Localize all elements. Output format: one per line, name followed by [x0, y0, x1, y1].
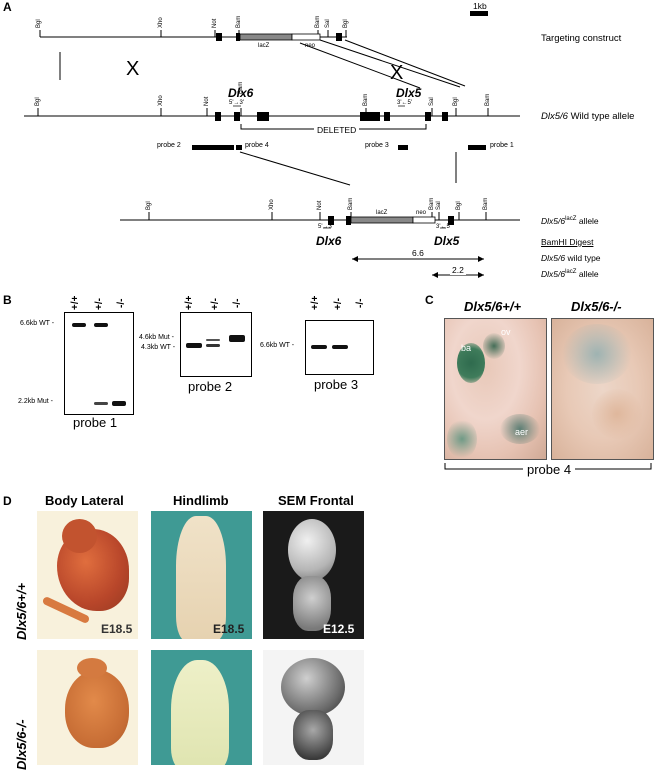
row-wt-label: Dlx5/6+/+ [14, 582, 29, 640]
blot2-marker-top: 4.6kb Mut - [139, 334, 175, 341]
site-sal: Sal [429, 97, 435, 106]
blot1-marker-bottom: 2.2kb Mut - [18, 398, 54, 405]
fragment-size-wt: 6.6 [412, 248, 424, 258]
lane-label: +/+ [184, 295, 195, 310]
southern-blot-probe3 [305, 320, 374, 375]
southern-blot-probe1 [64, 312, 134, 415]
fragment-size-mut: 2.2 [450, 265, 466, 275]
site-xho: Xho [158, 17, 164, 28]
lacz-label: lacZ [258, 43, 270, 49]
digest-wt: Dlx5/6 wild type [541, 253, 601, 263]
otic-vesicle-label: ov [501, 327, 511, 337]
dlx5-direction: 3'←5' [397, 100, 412, 106]
lane-label: -/- [116, 298, 127, 308]
lane-label: +/- [94, 298, 105, 310]
col-sem-frontal: SEM Frontal [278, 493, 354, 508]
probe-4-label: probe 4 [245, 142, 269, 149]
panel-a-label: A [3, 0, 12, 14]
panel-c-probe-label: probe 4 [523, 462, 576, 477]
scale-bar [470, 11, 488, 16]
site-bgl: Bgl [35, 97, 41, 106]
body-lateral-wt-photo: E18.5 [37, 511, 138, 639]
panel-c-label: C [425, 293, 434, 307]
aer-label: aer [515, 427, 529, 437]
site-bam: Bam [348, 197, 354, 210]
site-sal: Sal [436, 201, 442, 210]
col-body-lateral: Body Lateral [45, 493, 124, 508]
site-bgl: Bgl [453, 97, 459, 106]
southern-blot-probe2 [180, 312, 252, 377]
in-situ-wt-photo: ov ba aer [444, 318, 547, 460]
dlx5-label: Dlx5 [396, 86, 422, 100]
neo-label: neo [416, 210, 427, 216]
dlx6-direction: 5'→3' [229, 100, 244, 106]
in-situ-ko-photo [551, 318, 654, 460]
probe-2-label: probe 2 [157, 142, 181, 149]
lane-label: -/- [355, 298, 366, 308]
wildtype-title: Dlx5/6 Wild type allele [541, 111, 635, 122]
site-not: Not [204, 96, 210, 106]
body-lateral-ko-photo [37, 650, 138, 765]
panel-d-label: D [3, 494, 12, 508]
stage-label: E18.5 [101, 622, 133, 636]
restriction-map [24, 11, 520, 278]
lane-label: +/+ [310, 295, 321, 310]
targeting-title: Targeting construct [541, 33, 622, 44]
lacz-label: lacZ [376, 210, 388, 216]
lane-label: +/- [333, 298, 344, 310]
recombination-cross: X [126, 58, 140, 80]
digest-title: BamHI Digest [541, 237, 594, 247]
blot3-probe-label: probe 3 [314, 377, 359, 392]
site-bgl: Bgl [343, 19, 349, 28]
dlx5-label: Dlx5 [434, 234, 460, 248]
site-bgl: Bgl [456, 201, 462, 210]
neo-label: neo [305, 43, 316, 49]
site-xho: Xho [269, 199, 275, 210]
deleted-label: DELETED [314, 125, 360, 135]
stage-label: E12.5 [323, 622, 355, 636]
site-bgl: Bgl [36, 19, 42, 28]
blot2-probe-label: probe 2 [188, 379, 233, 394]
sem-wt-photo: E12.5 [263, 511, 364, 639]
site-bam: Bam [315, 15, 321, 28]
lane-label: +/- [210, 298, 221, 310]
site-bam: Bam [429, 197, 435, 210]
dlx6-direction: 5'→3' [318, 224, 333, 230]
dlx6-label: Dlx6 [228, 86, 254, 100]
site-bgl: Bgl [146, 201, 152, 210]
hindlimb-wt-photo: E18.5 [151, 511, 252, 639]
site-bam: Bam [483, 197, 489, 210]
branchial-arch-label: ba [461, 343, 472, 353]
panel-c-wt-title: Dlx5/6+/+ [464, 299, 522, 314]
row-ko-label: Dlx5/6-/- [14, 719, 29, 770]
blot1-probe-label: probe 1 [73, 415, 118, 430]
site-bam: Bam [485, 93, 491, 106]
site-xho: Xho [158, 95, 164, 106]
scale-bar-label: 1kb [473, 1, 487, 11]
lane-label: -/- [232, 298, 243, 308]
dlx5-direction: 3'←5' [436, 224, 451, 230]
site-bam: Bam [363, 93, 369, 106]
dlx6-label: Dlx6 [316, 234, 342, 248]
mutant-allele-title: Dlx5/6lacZ allele [541, 216, 599, 226]
site-bam: Bam [236, 15, 242, 28]
probe-3-label: probe 3 [365, 142, 389, 149]
blot3-marker-top: 6.6kb WT - [260, 342, 295, 349]
panel-c-ko-title: Dlx5/6-/- [571, 299, 622, 314]
site-not: Not [212, 18, 218, 28]
hindlimb-ko-photo [151, 650, 252, 765]
lane-label: +/+ [70, 295, 81, 310]
stage-label: E18.5 [213, 622, 245, 636]
site-sal: Sal [325, 19, 331, 28]
col-hindlimb: Hindlimb [173, 493, 229, 508]
site-not: Not [317, 200, 323, 210]
blot1-marker-top: 6.6kb WT - [20, 320, 55, 327]
probe-1-label: probe 1 [490, 142, 514, 149]
digest-mutant: Dlx5/6lacZ allele [541, 269, 599, 279]
panel-b-label: B [3, 293, 12, 307]
blot2-marker-bottom: 4.3kb WT - [141, 344, 176, 351]
recombination-cross: X [390, 62, 404, 84]
sem-ko-photo [263, 650, 364, 765]
